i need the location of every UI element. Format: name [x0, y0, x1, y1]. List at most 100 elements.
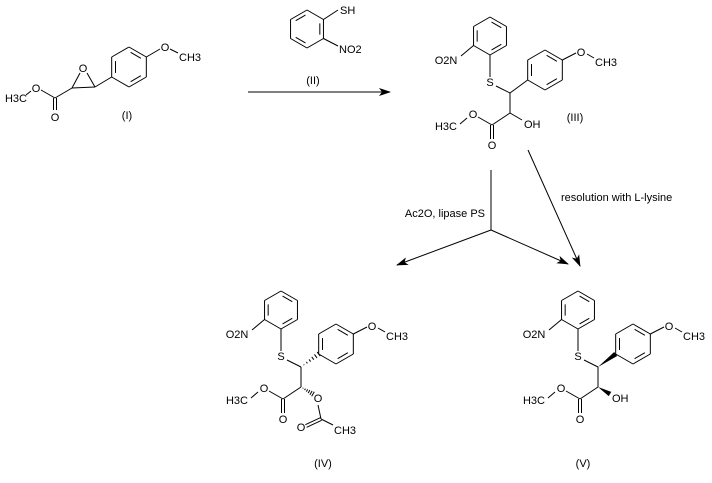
hash-line: [305, 389, 309, 392]
ring-double-bond: [546, 54, 558, 62]
bond: [169, 48, 179, 54]
methoxyphenyl-ring: [318, 323, 354, 365]
reaction-arrow-to-IV: [396, 229, 492, 266]
ring-bond: [544, 49, 563, 61]
acetyl-carbonyl-oxygen-label: O: [297, 422, 306, 434]
stereo-wedge-bond: [598, 351, 618, 367]
stereo-wedge-bond: [598, 387, 612, 397]
ring-bond: [111, 46, 130, 58]
bond: [54, 87, 73, 99]
bond: [583, 359, 599, 368]
ring-bond: [577, 319, 595, 330]
ring-double-bond: [337, 328, 349, 336]
ring-bond: [128, 46, 147, 58]
ring-double-bond: [579, 295, 590, 303]
methoxy-oxygen-label: O: [577, 47, 586, 59]
bond: [562, 52, 577, 61]
epoxide-oxygen-label: O: [79, 63, 88, 75]
acetyl-methyl-label: CH3: [334, 425, 356, 437]
ring-bond: [335, 353, 354, 365]
compound-label-IV: (IV): [314, 458, 332, 470]
ring-bond: [489, 45, 507, 56]
acetyl-oxygen-label: O: [314, 393, 323, 405]
nitro-label: O2N: [523, 329, 546, 341]
methoxy-oxygen-label: O: [161, 42, 170, 54]
hash-line: [314, 354, 318, 359]
bond: [459, 117, 468, 125]
h3c-label: H3C: [435, 121, 457, 133]
hash-line: [303, 364, 305, 366]
ring-bond: [264, 319, 282, 330]
methyl-label: CH3: [595, 57, 617, 69]
hash-line: [308, 359, 312, 362]
nitrophenyl-ring: [264, 290, 298, 330]
ring-bond: [615, 353, 634, 365]
bond: [282, 386, 302, 400]
ring-bond: [111, 76, 130, 88]
bond: [353, 326, 368, 335]
ring-double-bond: [634, 328, 646, 336]
methyl-label: CH3: [179, 52, 201, 64]
ring-bond: [561, 290, 579, 301]
ester-oxygen-label: O: [260, 383, 269, 395]
ring-bond: [290, 38, 308, 49]
h3c-label: H3C: [5, 93, 27, 105]
ring-double-bond: [491, 21, 502, 29]
ring-bond: [489, 16, 507, 27]
bond: [547, 391, 556, 399]
h3c-label: H3C: [226, 395, 248, 407]
carbonyl-oxygen-label: O: [576, 414, 585, 426]
sulfur-label: S: [574, 351, 581, 363]
bond: [146, 48, 161, 58]
bond: [94, 76, 112, 88]
nitrophenyl-ring: [561, 290, 595, 330]
bond: [250, 391, 259, 399]
ring-bond: [335, 323, 354, 335]
ring-bond: [473, 45, 491, 56]
methyl-label: CH3: [386, 331, 408, 343]
bond: [509, 79, 528, 94]
ring-bond: [615, 323, 634, 335]
ring-bond: [527, 79, 546, 91]
ring-double-bond: [634, 352, 646, 360]
ring-double-bond: [491, 43, 502, 51]
reaction-arrow-to-V: [490, 229, 569, 265]
bond: [495, 85, 511, 94]
nitro-label: NO2: [339, 44, 362, 56]
h3c-label: H3C: [523, 395, 545, 407]
sulfur-label: S: [277, 351, 284, 363]
ring-bond: [306, 9, 324, 20]
hydroxyl-label: OH: [612, 393, 629, 405]
methoxy-oxygen-label: O: [368, 321, 377, 333]
carbonyl-oxygen-label: O: [279, 414, 288, 426]
methoxyphenyl-ring: [615, 323, 651, 365]
ring-bond: [280, 290, 298, 301]
bond: [650, 326, 665, 335]
ring-double-bond: [130, 75, 142, 83]
methoxy-oxygen-label: O: [665, 321, 674, 333]
bond: [460, 45, 474, 57]
bond: [674, 327, 683, 333]
ring-bond: [632, 323, 651, 335]
compound-label-II: (II): [306, 75, 319, 87]
ring-bond: [632, 353, 651, 365]
nitrophenyl-ring: [473, 16, 507, 56]
bond: [579, 386, 599, 400]
ring-bond: [290, 9, 308, 20]
epoxide-bond: [71, 72, 81, 89]
acetyl-carbonyl-double-bond: [306, 419, 322, 428]
hash-line: [311, 391, 315, 397]
conditions-resolution: resolution with L-lysine: [561, 192, 672, 204]
bond: [320, 418, 334, 426]
ring-bond: [264, 290, 282, 301]
ring-bond: [577, 290, 595, 301]
methoxyphenyl-ring: [527, 49, 563, 91]
ring-bond: [318, 323, 337, 335]
hash-line: [307, 389, 311, 394]
bond: [268, 390, 284, 400]
